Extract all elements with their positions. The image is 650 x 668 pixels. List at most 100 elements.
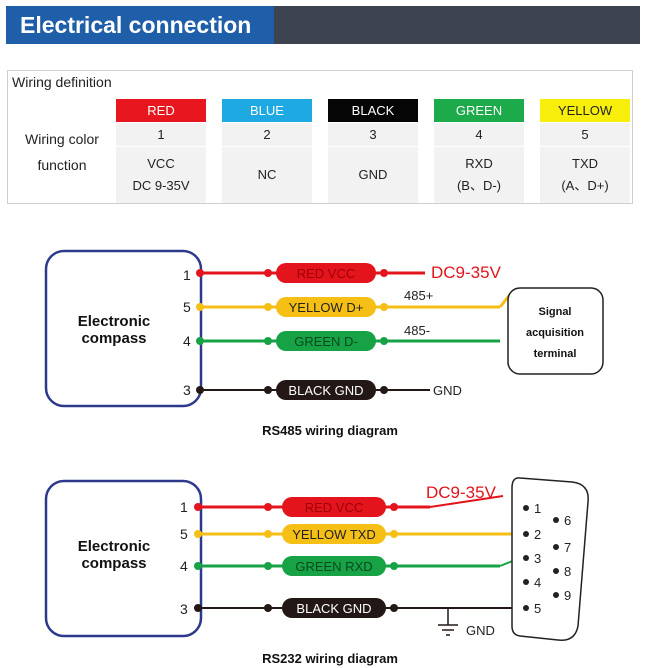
db9-pin-label: 2 xyxy=(534,527,541,542)
gnd-label: GND xyxy=(466,623,495,638)
rs232-diagram: Electronic compass 1 5 4 3 RED VCC DC9-3… xyxy=(44,477,589,666)
number-cell-3: 3 xyxy=(328,123,418,146)
wire-dot xyxy=(264,337,272,345)
wire-dot xyxy=(264,503,272,511)
db9-pin-label: 7 xyxy=(564,540,571,555)
wire-label: BLACK GND xyxy=(288,383,363,398)
wire-dot xyxy=(196,269,204,277)
pin-number: 1 xyxy=(183,267,191,283)
db9-pin-dot xyxy=(553,544,559,550)
number-cell-5: 5 xyxy=(540,123,630,146)
section-title: Electrical connection xyxy=(6,6,274,44)
wire-dot xyxy=(380,269,388,277)
d-minus-label: 485- xyxy=(404,323,430,338)
wire-dot xyxy=(196,337,204,345)
wire-dot xyxy=(194,562,202,570)
compass-box xyxy=(44,479,203,638)
diagram-caption: RS485 wiring diagram xyxy=(262,423,398,438)
wire-label-pill xyxy=(276,297,376,317)
wire-dot xyxy=(380,386,388,394)
color-cell-yellow: YELLOW xyxy=(540,99,630,122)
pin-number: 5 xyxy=(180,526,188,542)
db9-pin-dot xyxy=(523,555,529,561)
wire-label-pill xyxy=(282,524,386,544)
d-plus-label: 485+ xyxy=(404,288,433,303)
power-label: DC9-35V xyxy=(426,483,497,502)
pin-number: 4 xyxy=(183,333,191,349)
device-name: compass xyxy=(81,555,146,572)
terminal-label: acquisition xyxy=(526,327,584,339)
wire-dot xyxy=(264,604,272,612)
db9-pin-dot xyxy=(523,605,529,611)
pin-number: 3 xyxy=(180,601,188,617)
wire-dot xyxy=(194,530,202,538)
color-cell-green: GREEN xyxy=(434,99,524,122)
wire-dot xyxy=(390,604,398,612)
function-line: DC 9-35V xyxy=(132,178,190,193)
wire-dot xyxy=(194,503,202,511)
color-cell-black: BLACK xyxy=(328,99,418,122)
wire-dot xyxy=(380,337,388,345)
wire-label: YELLOW D+ xyxy=(289,300,364,315)
table-title: Wiring definition xyxy=(12,74,112,90)
db9-pin-dot xyxy=(553,568,559,574)
db9-pin-dot xyxy=(523,505,529,511)
diagram-caption: RS232 wiring diagram xyxy=(262,651,398,666)
wire-label: GREEN RXD xyxy=(295,559,372,574)
wire-label-pill xyxy=(282,556,386,576)
row-label-function: function xyxy=(37,157,87,173)
db9-pin-label: 9 xyxy=(564,588,571,603)
function-line: GND xyxy=(358,167,388,182)
pin-number: 1 xyxy=(180,499,188,515)
function-line: VCC xyxy=(147,156,175,171)
function-line: (B、D-) xyxy=(456,178,502,193)
wire-dot xyxy=(380,303,388,311)
db9-pin-label: 3 xyxy=(534,551,541,566)
wire-dot xyxy=(264,386,272,394)
rs485-diagram: Electronic compass 1 5 4 3 RED VCC DC9-3… xyxy=(44,249,604,438)
function-line: RXD xyxy=(465,156,493,171)
function-cell-5: TXD (A、D+) xyxy=(540,147,630,203)
db9-pin-label: 1 xyxy=(534,501,541,516)
number-cell-4: 4 xyxy=(434,123,524,146)
wire-dot xyxy=(264,269,272,277)
device-name: compass xyxy=(81,330,146,347)
row-label-wiring-color: Wiring color xyxy=(25,131,99,147)
wire-label: BLACK GND xyxy=(296,601,371,616)
wire-label: RED VCC xyxy=(297,266,356,281)
pin-number: 3 xyxy=(183,382,191,398)
wire-dot xyxy=(264,530,272,538)
section-header: Electrical connection xyxy=(6,6,640,44)
wire-label-pill xyxy=(282,497,386,517)
terminal-label: Signal xyxy=(538,306,571,318)
function-line: NC xyxy=(257,167,277,182)
db9-pin-dot xyxy=(553,517,559,523)
wire-label: GREEN D- xyxy=(294,334,358,349)
red-wire xyxy=(429,495,504,508)
function-cell-4: RXD (B、D-) xyxy=(434,147,524,203)
db9-pin-label: 8 xyxy=(564,564,571,579)
number-cell-2: 2 xyxy=(222,123,312,146)
wire-dot xyxy=(390,562,398,570)
color-cell-blue: BLUE xyxy=(222,99,312,122)
function-line: (A、D+) xyxy=(561,178,609,193)
color-cell-red: RED xyxy=(116,99,206,122)
db9-pin-label: 4 xyxy=(534,575,541,590)
wire-dot xyxy=(390,530,398,538)
terminal-label: terminal xyxy=(534,348,577,360)
wire-label: RED VCC xyxy=(305,500,364,515)
wire-dot xyxy=(264,562,272,570)
function-line: TXD xyxy=(572,156,598,171)
gnd-label: GND xyxy=(433,383,462,398)
db9-pin-dot xyxy=(523,531,529,537)
wiring-definition-table: Wiring definition Wiring color function … xyxy=(7,70,633,204)
db9-pin-label: 6 xyxy=(564,513,571,528)
wire-label-pill xyxy=(276,380,376,400)
device-name: Electronic xyxy=(78,313,151,330)
wire-dot xyxy=(390,503,398,511)
pin-number: 5 xyxy=(183,299,191,315)
db9-connector-icon xyxy=(511,477,589,641)
power-label: DC9-35V xyxy=(431,263,502,282)
number-cell-1: 1 xyxy=(116,123,206,146)
signal-terminal-box xyxy=(507,287,604,375)
